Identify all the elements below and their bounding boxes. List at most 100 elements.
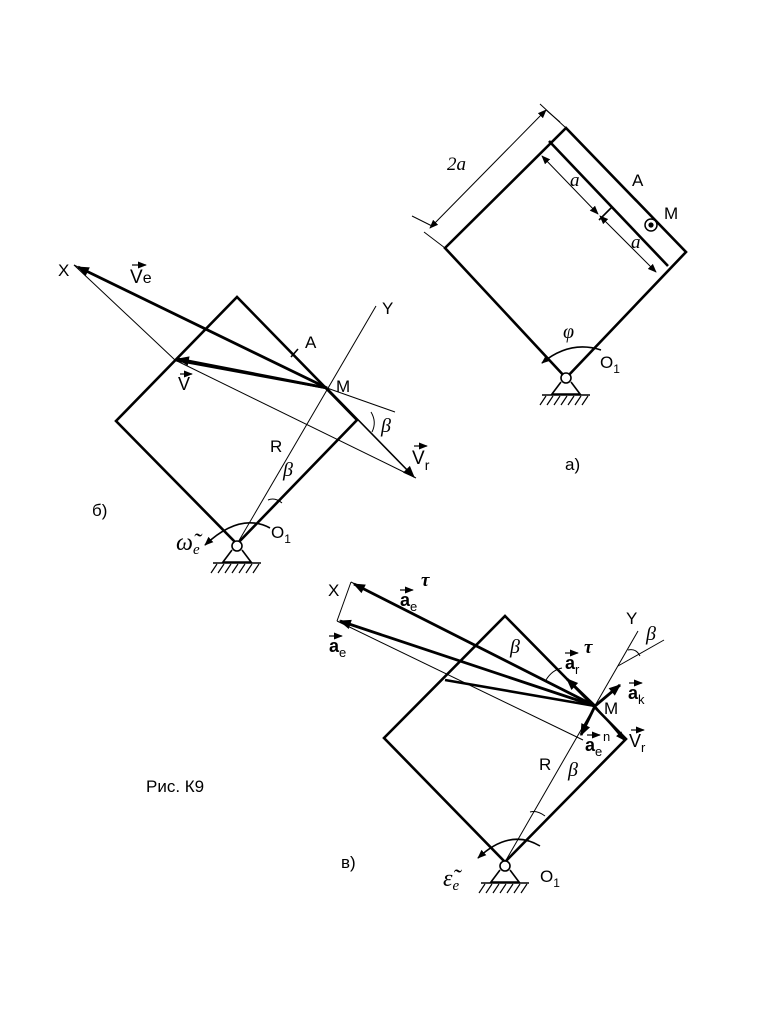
panel-b-label-X: X [58, 261, 69, 280]
panel-c-label-ak: ak [628, 679, 645, 707]
panel-c-vector-ak [594, 683, 621, 708]
panel-c-label-aen: ae n [585, 729, 610, 759]
panel-c-beta-arc-1 [545, 667, 563, 681]
svg-text:τ: τ [584, 637, 593, 658]
panel-b-beta-ref [326, 387, 396, 413]
panel-c-pivot [499, 860, 511, 872]
panel-c-beta-arc-3 [529, 811, 546, 817]
svg-text:ae: ae [585, 735, 602, 759]
panel-a-ext-left [423, 231, 446, 249]
panel-c-beta-ref [617, 639, 665, 667]
panel-a-label-A: A [632, 171, 644, 190]
panel-b-parallelogram-2 [174, 359, 417, 479]
panel-c: X Y ae τ ae ar τ ak ae n Vr M R [328, 570, 665, 894]
panel-a-point-M-dot [648, 222, 654, 228]
panel-c-plate [382, 614, 628, 864]
panel-b-support [221, 549, 253, 563]
panel-c-vector-aen [579, 705, 597, 737]
svg-text:ae: ae [400, 590, 417, 614]
panel-c-label-epsilon: ε̃e [443, 866, 462, 894]
panel-b-label-omega: ω̃e [176, 530, 203, 558]
panel-c-vector-Vr [594, 705, 625, 741]
panel-b-label-beta-1: β [380, 415, 391, 437]
panel-b-omega-arc [204, 521, 271, 546]
panel-b-beta-arc-2 [267, 498, 283, 504]
panel-a-phi-arc [541, 346, 602, 364]
panel-a-label-2a: 2a [447, 154, 466, 175]
panel-c-hatching [478, 883, 528, 894]
panel-c-parallelogram-2 [336, 620, 584, 741]
panel-a-support [550, 381, 582, 395]
panel-b-hatching [210, 563, 260, 574]
panel-c-beta-arc-2 [627, 649, 641, 657]
panel-b-point-A-mark [290, 348, 299, 358]
panel-a-dim-2a-tick [411, 215, 433, 227]
panel-a-hatching [539, 395, 589, 406]
panel-c-label-O1: O1 [540, 867, 560, 890]
panel-a-dim-a2 [599, 215, 657, 273]
panel-b-vector-Vr [326, 387, 415, 478]
panel-a-label-a-lower: a [631, 232, 641, 253]
svg-text:ae: ae [329, 636, 346, 660]
panel-c-label-X: X [328, 581, 339, 600]
panel-c-label-ae: ae [329, 632, 346, 660]
panel-c-label-ae-tau: ae τ [400, 570, 430, 614]
panel-c-label-beta-3: β [567, 759, 578, 781]
panel-b-label-O1: O1 [271, 523, 291, 546]
panel-c-label-ar-tau: ar τ [565, 637, 593, 677]
panel-b-label-beta-2: β [282, 459, 293, 481]
svg-text:Vr: Vr [629, 731, 646, 755]
panel-a-label-M: M [664, 204, 678, 223]
panel-b-label-M: M [336, 377, 350, 396]
panel-b-parallelogram-1 [73, 264, 176, 361]
panel-a-label-phi: φ [563, 321, 574, 343]
svg-text:Ve: Ve [130, 267, 152, 288]
panel-c-label-beta-1: β [509, 636, 520, 658]
panel-b-beta-arc-1 [370, 411, 375, 433]
panel-b-plate [114, 295, 359, 546]
panel-a-dim-2a [429, 109, 547, 229]
panel-a-dim-2a-tick2 [545, 109, 561, 123]
panel-c-vector-ar-tau [566, 677, 596, 708]
panel-a-label: а) [565, 455, 580, 474]
panel-a-point-A-mark [598, 206, 613, 221]
svg-text:V: V [178, 374, 190, 394]
svg-text:ak: ak [628, 683, 645, 707]
panel-b-label-Vr: Vr [412, 442, 430, 473]
panel-a-label-O1: O1 [600, 353, 620, 376]
panel-a-channel [548, 140, 669, 267]
panel-c-channel [444, 678, 596, 708]
svg-text:ar: ar [565, 653, 580, 677]
panel-b-pivot [231, 540, 243, 552]
panel-c-support [489, 869, 521, 883]
panel-b-label: б) [92, 501, 107, 520]
panel-b-vector-Ve [76, 265, 328, 390]
svg-text:Vr: Vr [412, 448, 430, 473]
panel-b: X Y Ve V Vr A M R β β O1 ω̃e б) [58, 261, 430, 574]
panel-c-label-beta-2: β [645, 623, 656, 645]
panel-c-epsilon-arc [477, 838, 541, 859]
panel-c-label-Y: Y [626, 609, 637, 628]
panel-c-vector-ae [338, 619, 596, 708]
panel-b-label-Y: Y [382, 299, 393, 318]
panel-a: 2a a a A M φ O1 а) [411, 103, 688, 474]
panel-c-label: в) [341, 853, 356, 872]
panel-a-dim-a1 [541, 155, 599, 215]
panel-b-label-R: R [270, 437, 282, 456]
panel-c-label-M: M [604, 699, 618, 718]
panel-a-pivot [560, 372, 572, 384]
panel-a-label-a-upper: a [570, 170, 580, 191]
svg-text:τ: τ [421, 570, 430, 591]
panel-b-vector-V [176, 356, 328, 390]
panel-b-label-Ve: Ve [130, 261, 152, 288]
panel-b-label-V: V [178, 370, 193, 394]
panel-c-label-R: R [539, 755, 551, 774]
panel-c-vector-ae-tau [352, 582, 596, 708]
panel-c-y-axis [504, 630, 639, 863]
panel-c-label-Vr: Vr [629, 726, 646, 755]
panel-b-y-axis [236, 305, 377, 545]
figure-caption: Рис. К9 [146, 777, 204, 796]
svg-text:n: n [603, 729, 610, 744]
